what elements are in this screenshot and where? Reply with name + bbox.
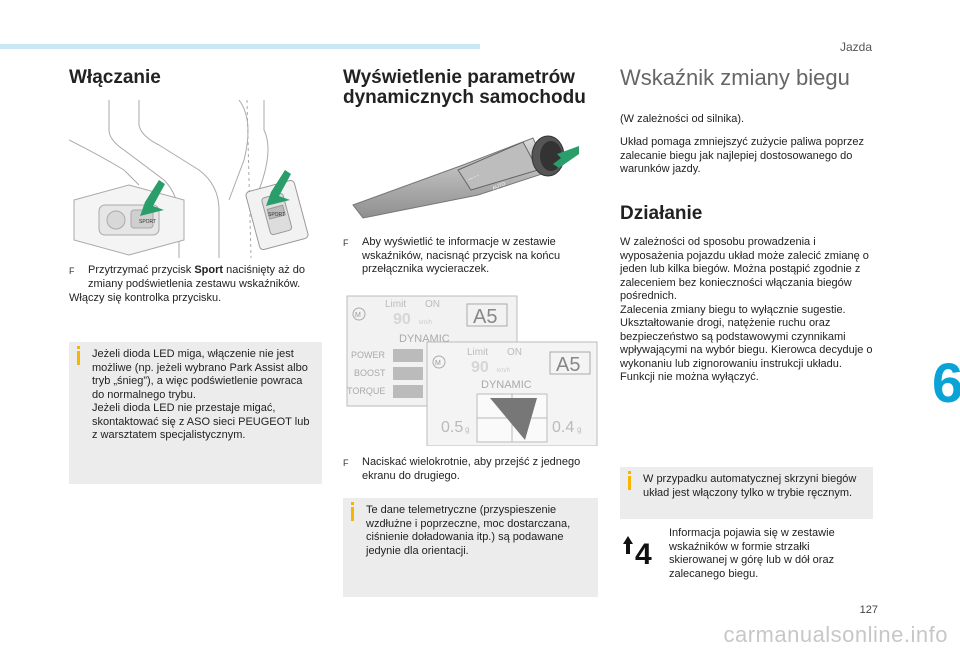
paragraph-indicator-on: Włączy się kontrolka przycisku.	[69, 292, 222, 304]
svg-text:BOOST: BOOST	[354, 368, 386, 378]
green-arrow-icon	[266, 170, 291, 206]
svg-text:g: g	[465, 425, 469, 434]
svg-text:TORQUE: TORQUE	[347, 386, 385, 396]
stalk-auto-label: AUTO	[492, 181, 507, 192]
sport-button-illustration: SPORT SPORT	[68, 99, 322, 259]
sport-label-zoom: SPORT	[268, 212, 285, 218]
svg-text:0.4: 0.4	[552, 419, 574, 436]
chapter-tab: 6	[932, 332, 960, 418]
wiper-stalk-illustration: · — ◦ ◦ AUTO	[343, 110, 598, 225]
green-arrow-icon	[140, 180, 165, 216]
info-box-automatic: W przypadku automatycznej skrzyni biegów…	[620, 467, 873, 519]
svg-text:ON: ON	[507, 347, 522, 358]
paragraph-indicator-info: Informacja pojawia się w zestawie wskaźn…	[669, 527, 835, 580]
info-box-telemetry: Te dane telemetryczne (przyspieszenie wz…	[343, 498, 598, 597]
paragraph-engine-dependent: (W zależności od silnika).	[620, 113, 745, 125]
bullet-marker: F	[69, 266, 75, 276]
bullet-hold-sport: F Przytrzymać przycisk Sport naciśnięty …	[69, 264, 324, 306]
info-icon-bar	[77, 351, 80, 365]
chapter-tab-number: 6	[932, 351, 960, 414]
info-text-telemetry: Te dane telemetryczne (przyspieszenie wz…	[366, 504, 571, 557]
info-text-automatic: W przypadku automatycznej skrzyni biegów…	[643, 473, 857, 499]
svg-text:Limit: Limit	[467, 347, 488, 358]
svg-text:Limit: Limit	[385, 299, 406, 310]
svg-text:M: M	[435, 360, 441, 367]
svg-text:A5: A5	[556, 354, 580, 376]
sport-label-small: SPORT	[139, 219, 156, 225]
screen-front: M Limit ON 90 km/h A5 DYNAMIC 0.5 g 0.4 …	[426, 341, 598, 447]
svg-text:· — ◦ ◦: · — ◦ ◦	[465, 173, 481, 184]
instrument-screens-illustration: M Limit ON 90 km/h A5 DYNAMIC POWER BOOS…	[345, 294, 598, 447]
svg-text:DYNAMIC: DYNAMIC	[481, 379, 532, 391]
section-title-operation: Działanie	[620, 203, 703, 224]
svg-text:0.5: 0.5	[441, 419, 463, 436]
section-title-enabling: Włączanie	[69, 67, 161, 88]
svg-text:POWER: POWER	[351, 350, 386, 360]
bullet-show-info: F Aby wyświetlić te informacje w zestawi…	[343, 236, 561, 275]
svg-text:M: M	[355, 312, 361, 319]
header-accent-bar	[0, 44, 480, 49]
watermark: carmanualsonline.info	[723, 622, 948, 647]
svg-text:g: g	[577, 425, 581, 434]
paragraph-operation: W zależności od sposobu prowadzenia i wy…	[620, 236, 873, 383]
bullet-press-repeatedly: F Naciskać wielokrotnie, aby przejść z j…	[343, 456, 581, 482]
svg-text:km/h: km/h	[419, 320, 432, 326]
svg-text:90: 90	[393, 311, 411, 328]
chapter-title: Jazda	[839, 40, 872, 54]
page-number: 127	[859, 604, 878, 616]
svg-text:A5: A5	[473, 306, 497, 328]
info-text-led: Jeżeli dioda LED miga, włączenie nie jes…	[92, 348, 310, 441]
info-box-led: Jeżeli dioda LED miga, włączenie nie jes…	[69, 342, 322, 484]
green-arrow-icon	[553, 146, 579, 168]
svg-text:ON: ON	[425, 299, 440, 310]
gear-up-indicator-icon: 4	[622, 534, 662, 571]
section-title-gear-indicator: Wskaźnik zmiany biegu	[620, 65, 850, 90]
svg-text:km/h: km/h	[497, 368, 510, 374]
gear-digit: 4	[635, 538, 652, 570]
section-title-dynamic-params: Wyświetlenie parametrów dynamicznych sam…	[343, 67, 586, 108]
paragraph-system-purpose: Układ pomaga zmniejszyć zużycie paliwa p…	[620, 136, 864, 175]
svg-text:90: 90	[471, 359, 489, 376]
info-icon-dot	[77, 346, 80, 349]
